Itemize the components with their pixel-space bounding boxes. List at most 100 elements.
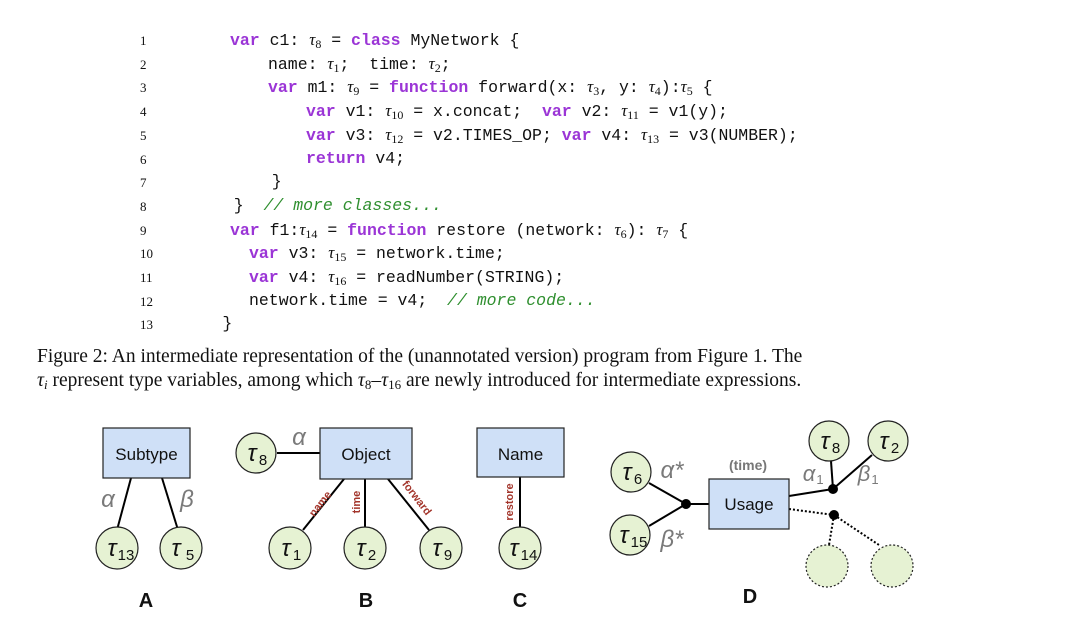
code-text: forward(x:: [468, 78, 588, 98]
type-variable: τ6: [614, 219, 627, 241]
junction-dot-dotted: [829, 510, 839, 520]
code-text: }: [233, 195, 264, 215]
diagram-b: Object α name time forward τ 8 τ 1 τ 2 τ…: [235, 424, 463, 612]
line-number: 6: [140, 151, 147, 167]
code-text: = v1(y);: [638, 102, 728, 122]
keyword: class: [351, 31, 401, 50]
alpha1-label: α 1: [803, 461, 824, 487]
diagram-d: Usage (time) α* β* α 1 β 1 τ 6 τ 15 τ 8: [609, 420, 914, 608]
type-variable: τ4: [648, 77, 661, 99]
edge-label-name: name: [307, 489, 334, 519]
edge-usage-right: [788, 488, 834, 497]
line-number: 9: [140, 222, 147, 238]
edge-label-restore: restore: [504, 483, 516, 520]
edge-beta1: [832, 454, 873, 490]
type-variable: τ10: [385, 101, 404, 123]
type-variable: τ8: [309, 30, 322, 51]
placeholder-node-left: [805, 544, 849, 588]
node-tau2: τ 2: [343, 526, 387, 570]
usage-box: [708, 478, 790, 530]
subtype-box: [102, 427, 191, 479]
diagram-a: Subtype α β τ 13 τ 5 A: [95, 427, 203, 612]
svg-text:τ: τ: [433, 535, 444, 562]
line-number: 1: [140, 33, 147, 48]
line-number: 4: [140, 104, 147, 120]
keyword: var: [249, 244, 279, 264]
svg-text:τ: τ: [172, 535, 183, 562]
type-variable: τ16: [328, 267, 347, 288]
keyword: var: [230, 31, 260, 50]
type-variable: τ3: [587, 77, 600, 99]
type-variable: τ7: [656, 219, 669, 241]
code-text: = network.time;: [346, 244, 505, 264]
svg-text:2: 2: [368, 547, 376, 564]
line-number: 3: [140, 80, 147, 96]
edge-alpha: [116, 477, 132, 531]
keyword: var: [249, 268, 279, 287]
node-tau1: τ 1: [268, 526, 312, 570]
diagram-label-b: B: [359, 590, 373, 612]
type-variable: τ15: [328, 243, 347, 265]
node-tau5: τ 5: [159, 526, 203, 570]
code-text: v2:: [571, 102, 622, 122]
code-text: ;: [440, 54, 451, 74]
node-tau13: τ 13: [95, 526, 139, 570]
keyword: var: [561, 125, 592, 145]
code-line: var m1: τ9 = function forward(x: τ3, y: …: [268, 77, 713, 99]
figure-caption: Figure 2: An intermediate representation…: [37, 345, 1057, 397]
code-text: v1:: [335, 102, 386, 122]
code-text: }: [271, 172, 282, 192]
code-line: return v4;: [306, 149, 405, 171]
usage-label: Usage: [724, 495, 773, 514]
svg-text:τ: τ: [880, 428, 891, 455]
type-variable: τ9: [347, 77, 360, 99]
code-line: } // more classes...: [234, 196, 442, 218]
type-variable: τ2: [428, 53, 441, 75]
code-text: = v3(NUMBER);: [659, 125, 798, 145]
junction-dot-left: [681, 499, 691, 509]
svg-text:2: 2: [891, 440, 899, 457]
node-tau2: τ 2: [867, 420, 909, 462]
diagram-label-a: A: [139, 590, 153, 612]
alpha-star-label: α*: [660, 457, 684, 484]
caption-line-1: Figure 2: An intermediate representation…: [37, 346, 803, 367]
code-line: var v1: τ10 = x.concat; var v2: τ11 = v1…: [306, 101, 728, 123]
svg-text:15: 15: [631, 534, 648, 551]
line-number: 5: [140, 127, 147, 143]
code-text: m1:: [297, 78, 348, 98]
svg-text:1: 1: [871, 472, 878, 487]
comment: // more code...: [447, 290, 596, 310]
type-variable: τ13: [641, 124, 660, 146]
code-text: v4;: [365, 148, 406, 168]
svg-text:τ: τ: [248, 440, 259, 467]
edge-dotted-left: [828, 514, 835, 546]
svg-text:1: 1: [816, 472, 823, 487]
keyword: var: [541, 102, 572, 122]
object-label: Object: [341, 445, 390, 464]
type-variable: τ14: [299, 219, 318, 241]
code-text: =: [317, 220, 348, 240]
edge-dotted-usage: [788, 508, 835, 516]
node-tau8: τ 8: [235, 432, 277, 474]
name-label: Name: [498, 445, 543, 464]
svg-text:14: 14: [521, 547, 538, 564]
code-text: network.time = v4;: [249, 290, 448, 310]
node-tau8: τ 8: [808, 420, 850, 462]
placeholder-node-right: [870, 544, 914, 588]
svg-text:τ: τ: [282, 535, 293, 562]
svg-text:τ: τ: [108, 535, 119, 562]
code-text: v4:: [278, 268, 329, 287]
keyword: var: [230, 220, 260, 240]
keyword: function: [347, 220, 427, 240]
edge-forward: [387, 478, 430, 531]
code-text: v3:: [278, 244, 329, 264]
keyword: function: [389, 78, 469, 98]
code-line: name: τ1; time: τ2;: [268, 54, 451, 76]
object-box: [319, 427, 413, 480]
code-text: =: [359, 78, 390, 98]
beta-star-label: β*: [659, 526, 684, 553]
alpha-label: α: [292, 424, 307, 451]
svg-text:1: 1: [293, 547, 301, 564]
code-text: v3:: [335, 125, 386, 145]
